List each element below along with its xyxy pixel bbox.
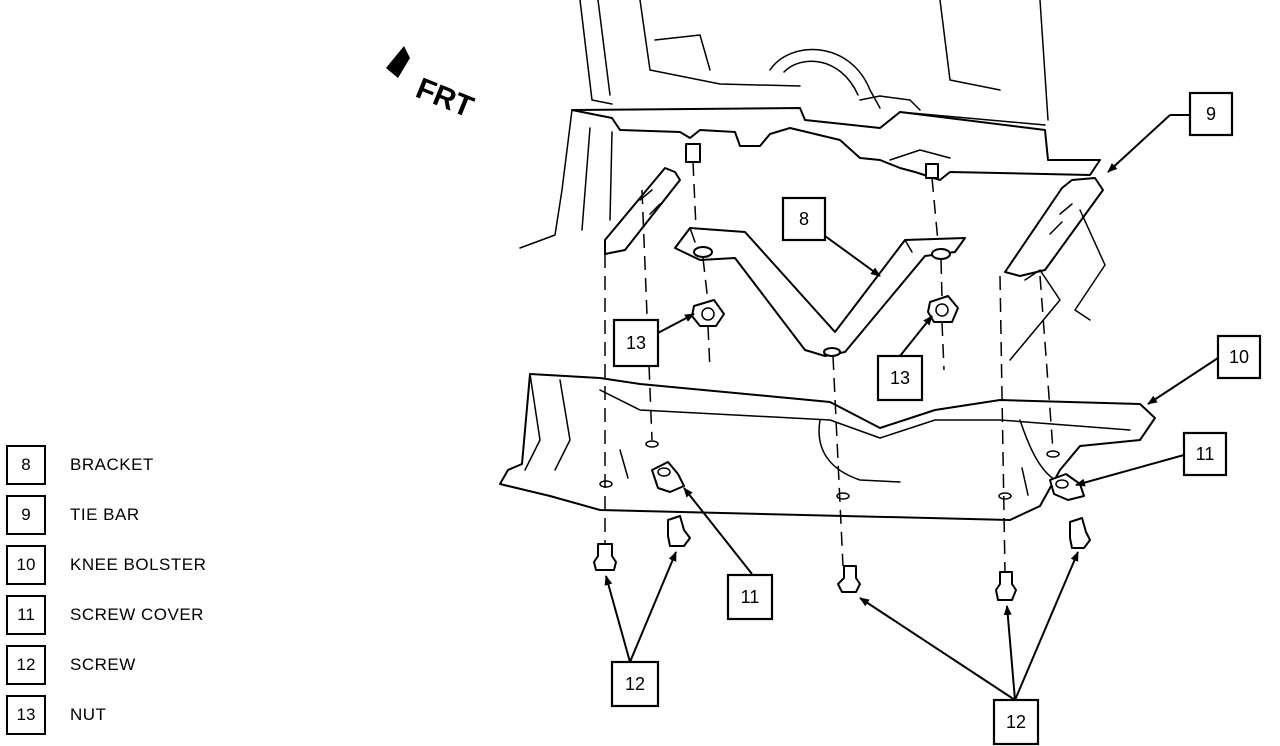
callout-11-left: 11 <box>726 573 774 621</box>
legend-label: SCREW COVER <box>70 605 204 624</box>
callout-9-number: 9 <box>1206 104 1216 124</box>
legend-label: NUT <box>70 705 107 724</box>
legend-row-screw: 12 SCREW <box>6 640 266 690</box>
parts-legend: 8 BRACKET 9 TIE BAR 10 KNEE BOLSTER 11 S… <box>6 440 266 740</box>
legend-number: 8 <box>6 445 46 485</box>
callout-9: 9 <box>1188 91 1234 137</box>
legend-number: 13 <box>6 695 46 735</box>
callout-13-left-number: 13 <box>626 333 646 353</box>
legend-number: 9 <box>6 495 46 535</box>
legend-label: KNEE BOLSTER <box>70 555 207 574</box>
screw-covers <box>651 461 1085 501</box>
callout-12-left: 12 <box>610 660 660 708</box>
nuts <box>691 295 959 327</box>
legend-number: 12 <box>6 645 46 685</box>
callout-10: 10 <box>1216 334 1262 380</box>
callout-12-right: 12 <box>992 698 1040 746</box>
callout-13-right-number: 13 <box>890 368 910 388</box>
screws <box>593 515 1091 601</box>
front-direction-indicator: FRT <box>386 46 478 124</box>
legend-row-screw-cover: 11 SCREW COVER <box>6 590 266 640</box>
callout-11-right-number: 11 <box>1196 444 1215 464</box>
callout-11-right: 11 <box>1182 431 1228 477</box>
bracket <box>674 227 966 357</box>
callout-11-left-number: 11 <box>741 587 760 607</box>
callout-12-right-number: 12 <box>1006 712 1026 732</box>
legend-number: 11 <box>6 595 46 635</box>
screw-1 <box>593 543 617 571</box>
callout-13-left: 13 <box>612 318 660 368</box>
screw-2 <box>667 515 691 547</box>
instrument-panel-structure <box>519 0 1101 249</box>
front-arrow-icon <box>386 46 410 78</box>
legend-number: 10 <box>6 545 46 585</box>
legend-row-nut: 13 NUT <box>6 690 266 740</box>
callout-13-right: 13 <box>876 354 924 402</box>
legend-label: TIE BAR <box>70 505 140 524</box>
left-side-bracket <box>604 167 681 255</box>
callout-8-number: 8 <box>799 209 809 229</box>
studs <box>685 143 951 357</box>
legend-row-bracket: 8 BRACKET <box>6 440 266 490</box>
legend-label: BRACKET <box>70 455 154 474</box>
front-label: FRT <box>411 72 477 124</box>
legend-label: SCREW <box>70 655 136 674</box>
knee-bolster <box>499 373 1156 521</box>
screw-3 <box>837 565 861 593</box>
legend-row-knee-bolster: 10 KNEE BOLSTER <box>6 540 266 590</box>
callout-12-left-number: 12 <box>625 674 645 694</box>
callout-leaders <box>604 114 1219 701</box>
screw-4 <box>995 571 1017 601</box>
alignment-lines <box>604 161 1054 573</box>
callout-8: 8 <box>781 196 827 242</box>
tie-bar <box>1004 177 1106 361</box>
screw-5 <box>1069 517 1091 549</box>
callout-10-number: 10 <box>1229 347 1249 367</box>
legend-row-tie-bar: 9 TIE BAR <box>6 490 266 540</box>
